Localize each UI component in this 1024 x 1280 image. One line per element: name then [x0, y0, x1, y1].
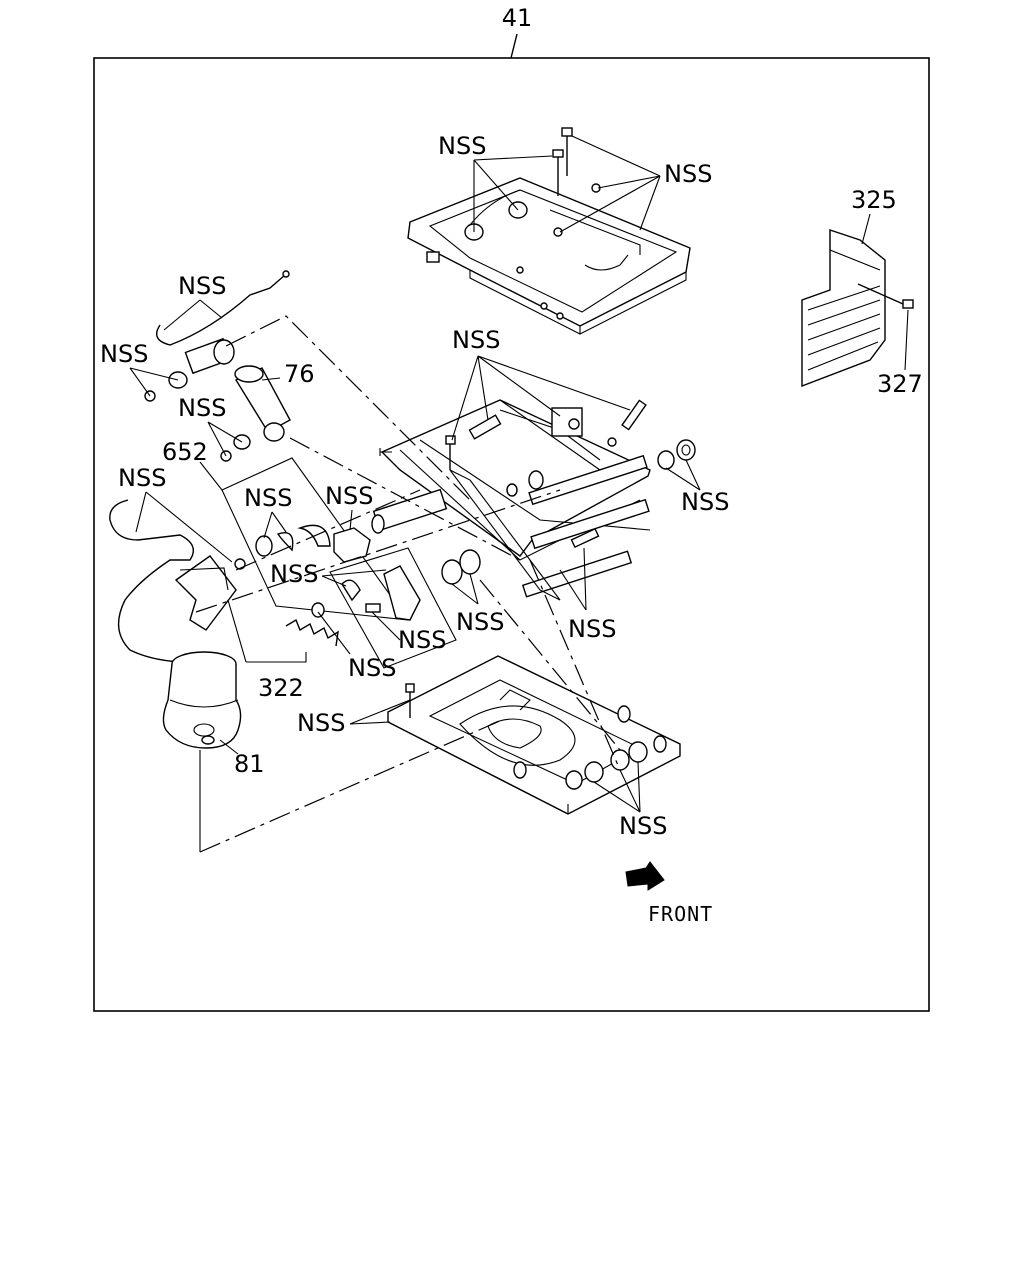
- leader-nss-right-rollers: [665, 459, 701, 491]
- callout-nss-top-left: NSS: [438, 132, 486, 160]
- leader-nss-cable-left: [135, 491, 233, 563]
- leader-nss-top-right: [559, 135, 661, 233]
- leader-nss-base-right: [593, 761, 641, 813]
- callout-nss-mid-upper: NSS: [452, 326, 500, 354]
- leader-nss-spring: [317, 611, 351, 655]
- leader-nss-box-4: [371, 611, 401, 641]
- base-plate: [387, 655, 681, 815]
- assembly-line-4: [235, 489, 421, 571]
- leader-nss-top-left: [473, 155, 553, 232]
- mount-bolt: [570, 527, 600, 549]
- callout-nss-bolt-right: NSS: [568, 615, 616, 643]
- leader-322: [227, 599, 307, 663]
- leader-nss-box-1: [263, 511, 287, 539]
- leader-652: [199, 461, 223, 491]
- leader-nss-bolt-right: [559, 547, 587, 611]
- leader-nss-box-3: [321, 569, 387, 587]
- release-cable-lower: [109, 499, 194, 663]
- callout-nss-base-left: NSS: [297, 709, 345, 737]
- leader-nss-base-left: [349, 699, 411, 725]
- diagram-frame: [93, 57, 930, 1012]
- assembly-line-7: [199, 719, 503, 853]
- leader-325: [861, 213, 871, 245]
- callout-322: 322: [258, 674, 304, 702]
- pivot-bushing: [441, 549, 481, 585]
- callout-nss-right-rollers: NSS: [681, 488, 729, 516]
- front-arrow-icon: [625, 861, 665, 891]
- callout-76: 76: [284, 360, 315, 388]
- assembly-ref-leader: [510, 33, 518, 59]
- callout-nss-box-4: NSS: [398, 626, 446, 654]
- leader-nss-cable-top: [163, 299, 223, 331]
- callout-327: 327: [877, 370, 923, 398]
- callout-nss-base-right: NSS: [619, 812, 667, 840]
- front-label: FRONT: [648, 902, 713, 926]
- leader-nss-left-2: [207, 421, 243, 457]
- leader-81: [219, 739, 239, 755]
- callout-nss-left-2: NSS: [178, 394, 226, 422]
- callout-nss-box-2: NSS: [325, 482, 373, 510]
- shock-absorber: [184, 337, 291, 442]
- callout-nss-box-1: NSS: [244, 484, 292, 512]
- leader-nss-left-1: [129, 367, 179, 397]
- callout-nss-mid-roller: NSS: [456, 608, 504, 636]
- leader-76: [261, 377, 281, 381]
- side-shroud-cover: [801, 229, 914, 388]
- callout-nss-left-1: NSS: [100, 340, 148, 368]
- callout-325: 325: [851, 186, 897, 214]
- leader-nss-mid-upper: [451, 355, 631, 441]
- assembly-line-3: [195, 489, 561, 613]
- assembly-line-1: [225, 315, 471, 501]
- height-adjust-valve: [174, 555, 246, 631]
- air-spring: [162, 651, 242, 749]
- callout-81: 81: [234, 750, 265, 778]
- callout-nss-cable-left: NSS: [118, 464, 166, 492]
- right-pivot-washers: [657, 439, 696, 470]
- return-spring: [285, 618, 339, 647]
- callout-nss-top-right: NSS: [664, 160, 712, 188]
- assembly-line-6: [529, 559, 621, 771]
- assembly-line-5: [479, 579, 621, 751]
- assembly-line-2: [289, 437, 521, 561]
- assembly-ref-label: 41: [502, 4, 533, 32]
- release-cable-upper: [156, 274, 286, 346]
- leader-nss-mid-roller: [451, 573, 479, 605]
- callout-652: 652: [162, 438, 208, 466]
- callout-nss-spring: NSS: [348, 654, 396, 682]
- callout-nss-cable-top: NSS: [178, 272, 226, 300]
- leader-327: [904, 309, 909, 371]
- kit-652-parts: [255, 524, 421, 621]
- kit-box-652-lower: [329, 547, 457, 669]
- scissor-frame: [371, 399, 651, 601]
